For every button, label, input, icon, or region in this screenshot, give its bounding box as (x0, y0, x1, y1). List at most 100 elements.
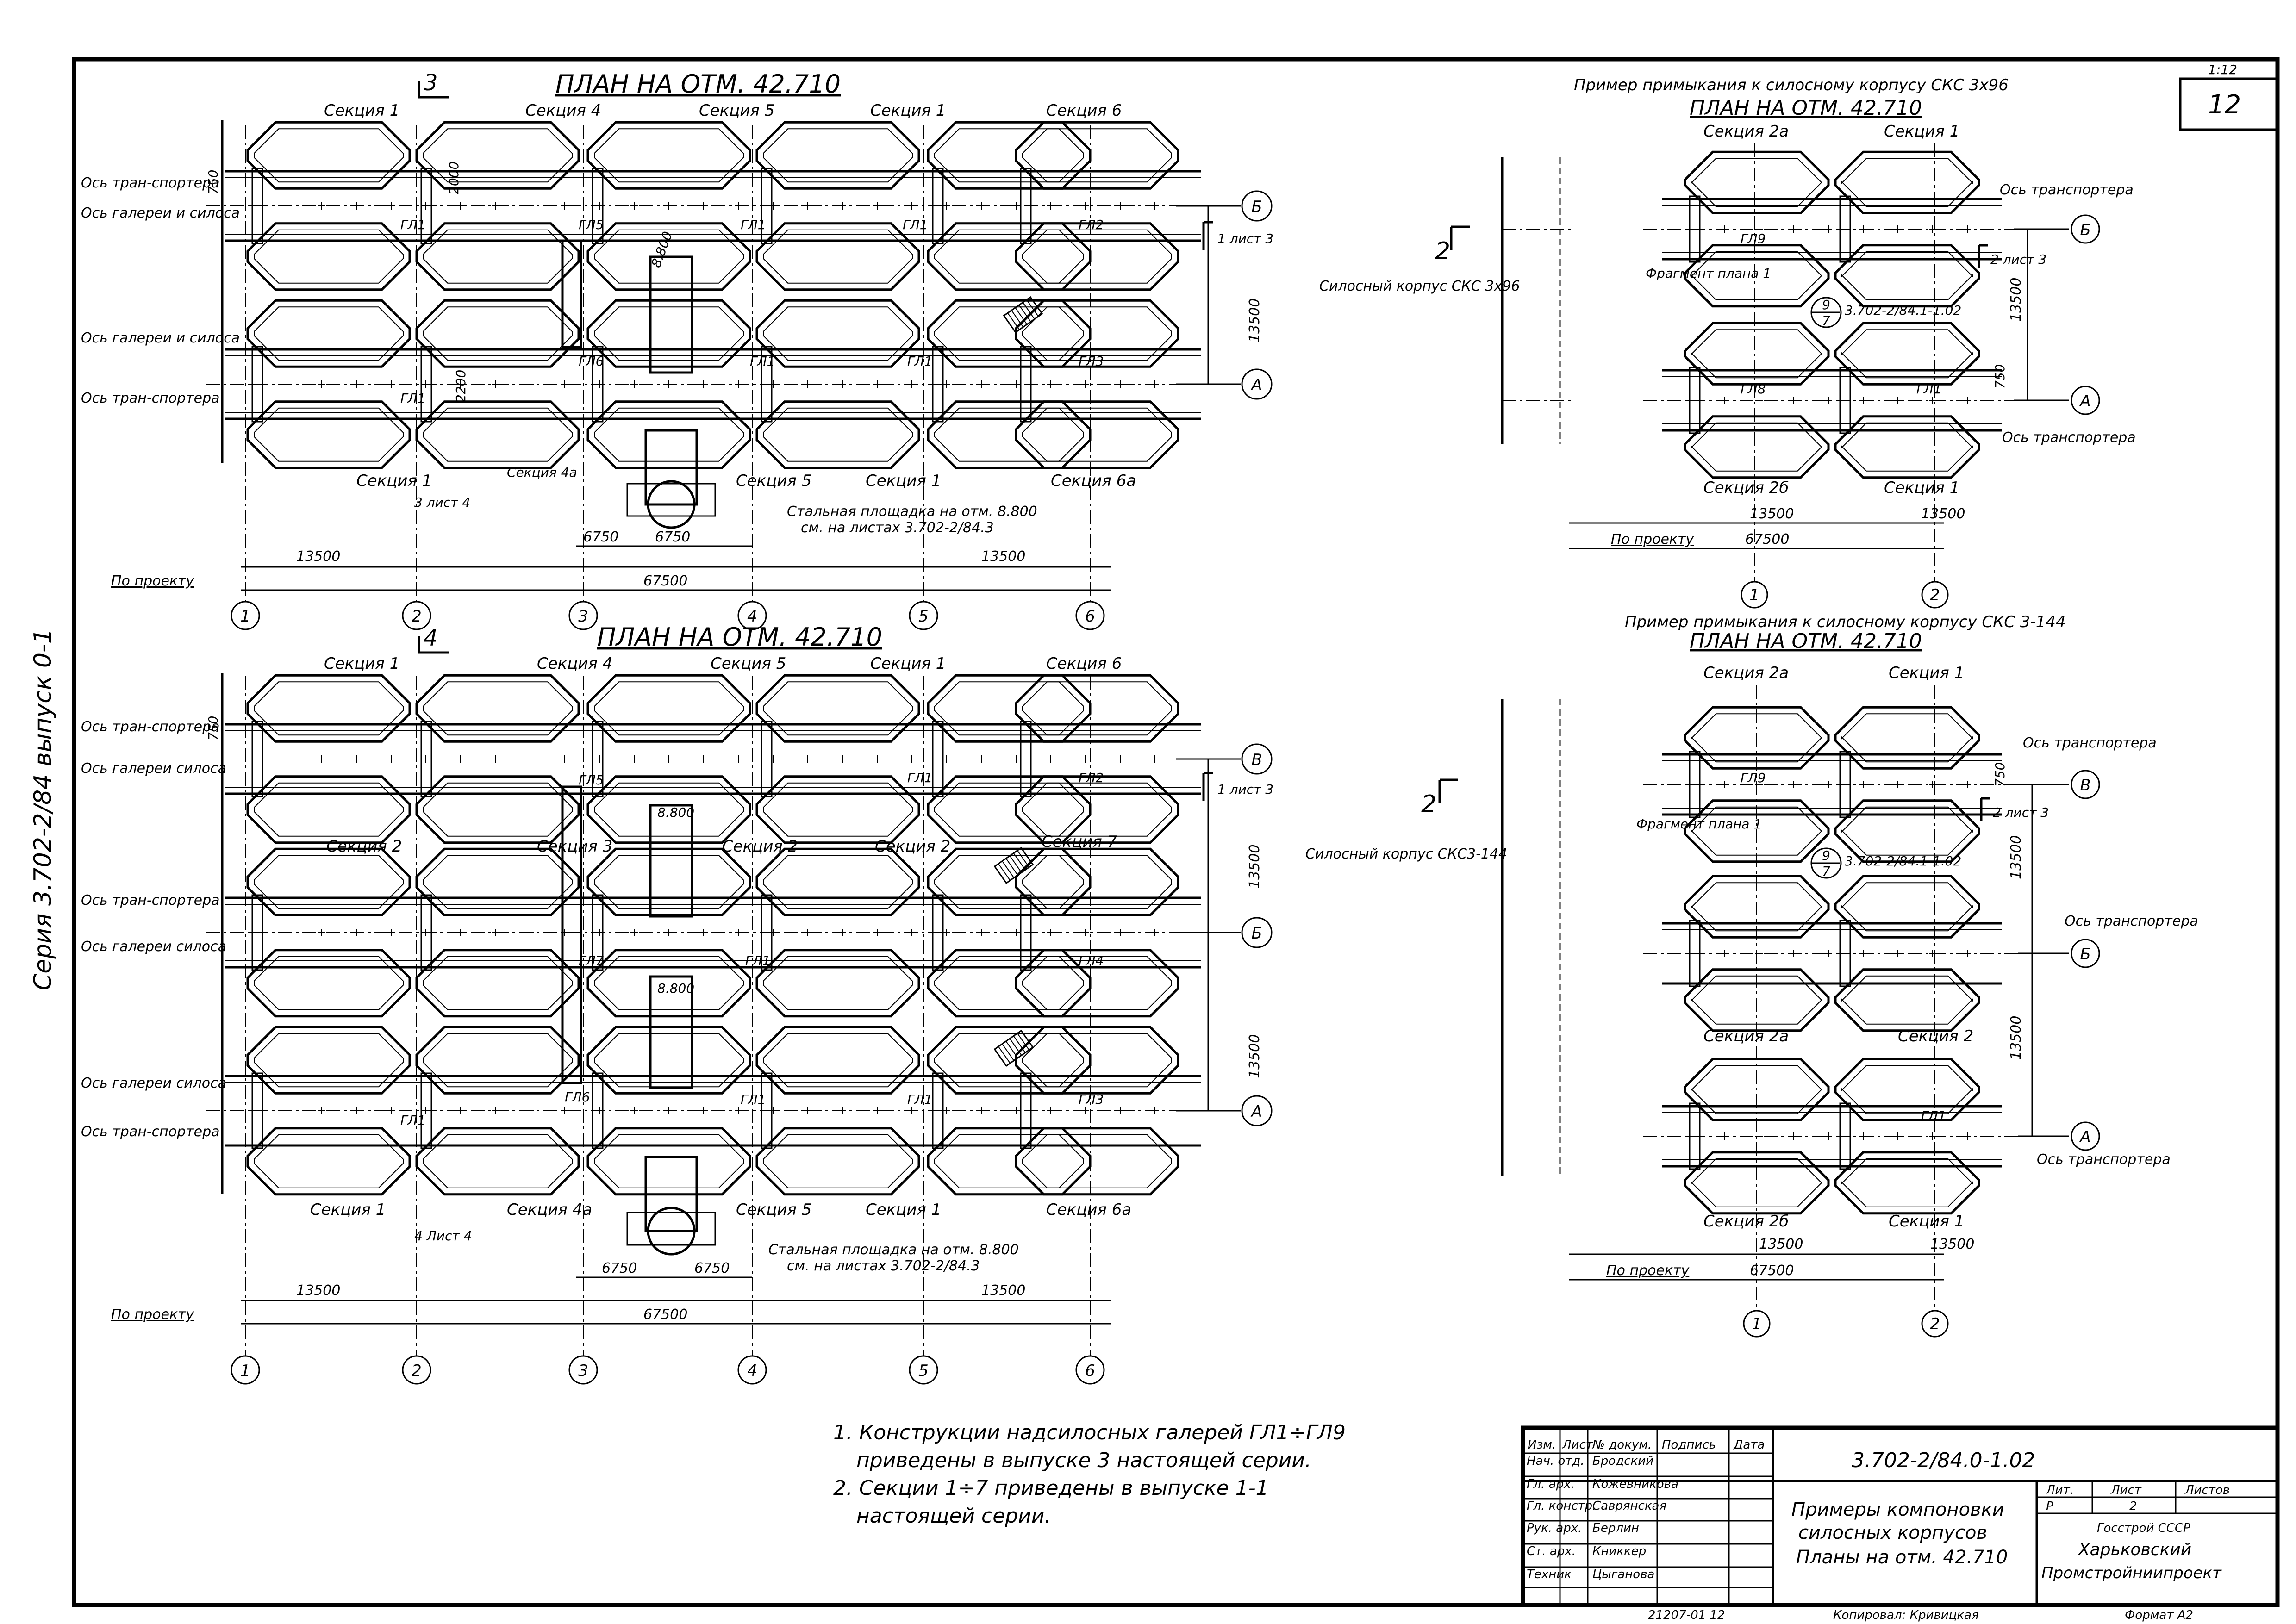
platform-note: см. на листах 3.702-2/84.3 (787, 1258, 980, 1274)
silo-cell-inner (594, 782, 744, 837)
joint-block (420, 721, 432, 797)
plan-b-silo-grid (206, 673, 1220, 1356)
silo-cell-inner (763, 306, 913, 361)
gallery-mark: ГЛ1 (907, 1092, 932, 1107)
axis-bubble: 1 (1752, 1315, 1762, 1333)
silo-cell-inner (254, 855, 404, 909)
gallery-mark: ГЛ1 (745, 953, 770, 968)
section-label: Секция 6а (1051, 472, 1136, 490)
silo-cell (1015, 775, 1179, 844)
dim-label: 13500 (1930, 1236, 1974, 1252)
gallery-mark: ГЛ1 (907, 770, 932, 785)
gallery-mark: ГЛ8 (1741, 381, 1766, 397)
dim-label: 13500 (1750, 506, 1794, 522)
gallery-mark: ГЛ1 (750, 354, 775, 369)
silo-cell-inner (423, 128, 573, 183)
silo-cell-inner (934, 1134, 1084, 1188)
silo-cell (1015, 847, 1179, 916)
section-label: Секция 5 (736, 1201, 811, 1219)
ladder-rung (1013, 852, 1026, 870)
dim-label: 13500 (1247, 299, 1263, 342)
silo-cell (755, 222, 920, 291)
dim-label: 6750 (583, 529, 618, 545)
axis-bubble: 5 (918, 1362, 929, 1380)
silo-cell (1684, 968, 1830, 1032)
silo-cell-inner (423, 306, 573, 361)
platform-note: Стальная площадка на отм. 8.800 (768, 1242, 1019, 1258)
dim-label: 67500 (643, 1307, 687, 1323)
joint-block (1689, 367, 1701, 434)
silo-cell (1684, 1058, 1830, 1121)
silo-cell-inner (1022, 782, 1172, 837)
silo-cell (415, 1127, 580, 1196)
section-label: Секция 1 (866, 1201, 941, 1219)
dim-label: 13500 (981, 548, 1025, 565)
silo-cell (415, 299, 580, 368)
silo-cell (415, 400, 580, 469)
silo-cell (755, 775, 920, 844)
silo-cell (1015, 400, 1179, 469)
axis-label: Ось галереи силоса (81, 939, 226, 955)
silo-cell-inner (763, 681, 913, 736)
section-label: Секция 4а (507, 465, 577, 480)
row-marker-label: А (1250, 1102, 1262, 1121)
tb-name: Бродский (1592, 1454, 1653, 1468)
gallery-mark: ГЛ5 (579, 217, 604, 232)
silo-cell-inner (254, 306, 404, 361)
axis-bubble: 4 (747, 1362, 757, 1380)
ladder-rung (1017, 850, 1029, 868)
axis-label: Ось транспортера (2037, 1151, 2171, 1168)
tb-head: Дата (1733, 1438, 1765, 1452)
joint-block (1839, 1102, 1851, 1170)
silo-cell (1834, 799, 1980, 863)
silo-cell-inner (1022, 855, 1172, 909)
platform-outline (649, 255, 693, 374)
tb-sheets-label: Листов (2184, 1483, 2230, 1497)
axis-label: Ось транспортера (2065, 913, 2198, 929)
project-label: По проекту (1611, 531, 1695, 548)
silo-cell (1015, 121, 1179, 190)
silo-cell-inner (1691, 713, 1822, 763)
axis-label: Ось галереи силоса (81, 1075, 226, 1091)
silo-cell (1015, 1026, 1179, 1095)
platform-mark: 8.800 (657, 981, 694, 996)
row-marker-label: Б (2080, 221, 2090, 239)
section-label: Секция 1 (324, 654, 399, 673)
joint-block (420, 346, 432, 423)
silo-cell-inner (594, 306, 744, 361)
section-label: Секция 1 (310, 1201, 386, 1219)
axis-label: Ось галереи силоса (81, 760, 226, 777)
axis-label: Ось транспортера (2002, 429, 2136, 446)
section-label: Секция 4 (537, 654, 612, 673)
joint-block (1839, 751, 1851, 818)
sheet-ref: 2 лист 3 (1993, 805, 2049, 820)
row-marker-label: А (2079, 1128, 2090, 1146)
silo-cell-inner (594, 407, 744, 462)
silo-cell-inner (1691, 329, 1822, 379)
row-marker-label: А (1250, 376, 1262, 394)
fragment-num: 9 (1822, 848, 1830, 863)
silo-cell (927, 1026, 1092, 1095)
silo-cell-inner (1691, 251, 1822, 300)
drawing-title: Планы на отм. 42.710 (1796, 1547, 2008, 1568)
axis-label: Ось тран-спортера (81, 390, 220, 406)
dim-label: 13500 (1247, 1034, 1263, 1078)
joint-block (932, 721, 944, 797)
example-a-heading: Пример примыкания к силосному корпусу СК… (1574, 76, 2009, 94)
silo-cell-inner (934, 681, 1084, 736)
plan-b-section-labels: Секция 1 Секция 4 Секция 5 Секция 1 Секц… (310, 654, 1131, 1219)
corner-box (2179, 77, 2279, 131)
tb-org: Промстройниипроект (2041, 1564, 2222, 1582)
silo-cell-inner (594, 128, 744, 183)
silo-cell (586, 847, 751, 916)
gallery-mark: ГЛ3 (1079, 1092, 1104, 1107)
example-a: Пример примыкания к силосному корпусу СК… (1319, 76, 2136, 609)
plan-a-title: ПЛАН НА ОТМ. 42.710 (555, 69, 841, 99)
section-label: Секция 1 (866, 472, 941, 490)
silo-cell (1684, 875, 1830, 939)
silo-cell-inner (423, 1134, 573, 1188)
silo-cell (1834, 244, 1980, 308)
silo-cell-inner (254, 1033, 404, 1088)
tb-lit-label: Лит. (2046, 1483, 2074, 1497)
gallery-mark: ГЛ9 (1741, 231, 1766, 246)
